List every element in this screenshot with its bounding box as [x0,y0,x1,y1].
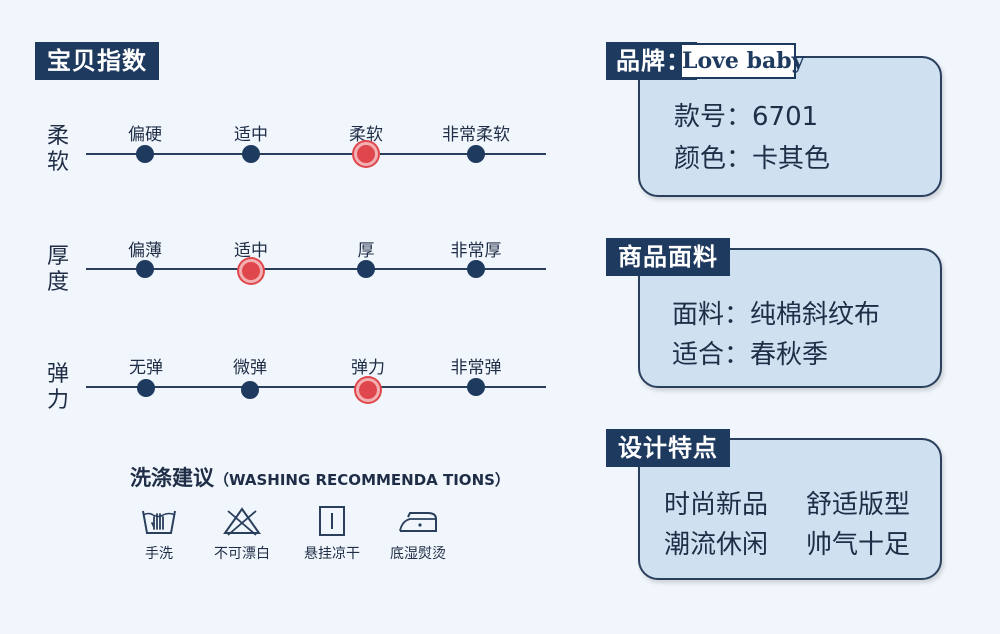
design-header: 设计特点 [606,429,730,467]
thickness-dot [357,260,375,278]
brand-name: Love baby [680,43,804,79]
color-info: 颜色：卡其色 [674,144,831,174]
elasticity-selected-dot [359,381,377,399]
thickness-scale-line [86,268,546,270]
thickness-option: 厚 [357,241,375,261]
wash-item-hang-dry: 悬挂凉干 [287,505,377,563]
washing-subtitle: （WASHING RECOMMENDA TIONS） [214,471,510,489]
wash-item-no-bleach: 不可漂白 [197,505,287,563]
design-feature: 时尚新品 [664,490,769,520]
row-label-thickness: 厚度 [46,244,69,295]
fabric-material: 面料：纯棉斜纹布 [672,300,881,330]
elasticity-scale-line [86,386,546,388]
no-bleach-icon [223,507,261,536]
softness-option: 非常柔软 [442,125,510,145]
softness-option: 偏硬 [128,125,162,145]
softness-dot [242,145,260,163]
hand-wash-icon [142,510,176,534]
elasticity-option: 非常弹 [450,358,502,378]
elasticity-option: 微弹 [233,358,267,378]
elasticity-option: 弹力 [351,358,385,378]
design-feature: 潮流休闲 [664,530,769,560]
hang-dry-icon [319,506,345,536]
design-feature: 帅气十足 [806,530,911,560]
softness-option: 适中 [234,125,268,145]
thickness-option: 适中 [234,241,268,261]
elasticity-dot [241,381,259,399]
thickness-dot [136,260,154,278]
thickness-dot [467,260,485,278]
wash-label: 不可漂白 [214,546,270,562]
thickness-selected-dot [242,262,260,280]
thickness-option: 偏薄 [128,241,162,261]
index-title: 宝贝指数 [35,42,159,80]
softness-scale-line [86,153,546,155]
wash-item-iron: 底湿熨烫 [373,505,463,563]
row-label-softness: 柔软 [46,124,69,175]
wash-item-hand-wash: 手洗 [114,505,204,563]
elasticity-dot [467,378,485,396]
style-number: 款号：6701 [674,102,819,132]
softness-dot [136,145,154,163]
wash-label: 手洗 [145,546,173,562]
thickness-option: 非常厚 [450,241,502,261]
row-label-elasticity: 弹力 [46,362,69,413]
wash-label: 悬挂凉干 [304,546,360,562]
design-card: 时尚新品 舒适版型 潮流休闲 帅气十足 [638,438,942,580]
fabric-card: 面料：纯棉斜纹布 适合：春秋季 [638,248,942,388]
fabric-season: 适合：春秋季 [672,340,829,370]
washing-title: 洗涤建议（WASHING RECOMMENDA TIONS） [130,466,510,490]
design-feature: 舒适版型 [806,490,911,520]
softness-option: 柔软 [349,125,383,145]
elasticity-dot [137,379,155,397]
iron-icon [399,512,437,532]
wash-label: 底湿熨烫 [390,546,446,562]
softness-selected-dot [357,145,375,163]
elasticity-option: 无弹 [129,358,163,378]
fabric-header: 商品面料 [606,238,730,276]
softness-dot [467,145,485,163]
